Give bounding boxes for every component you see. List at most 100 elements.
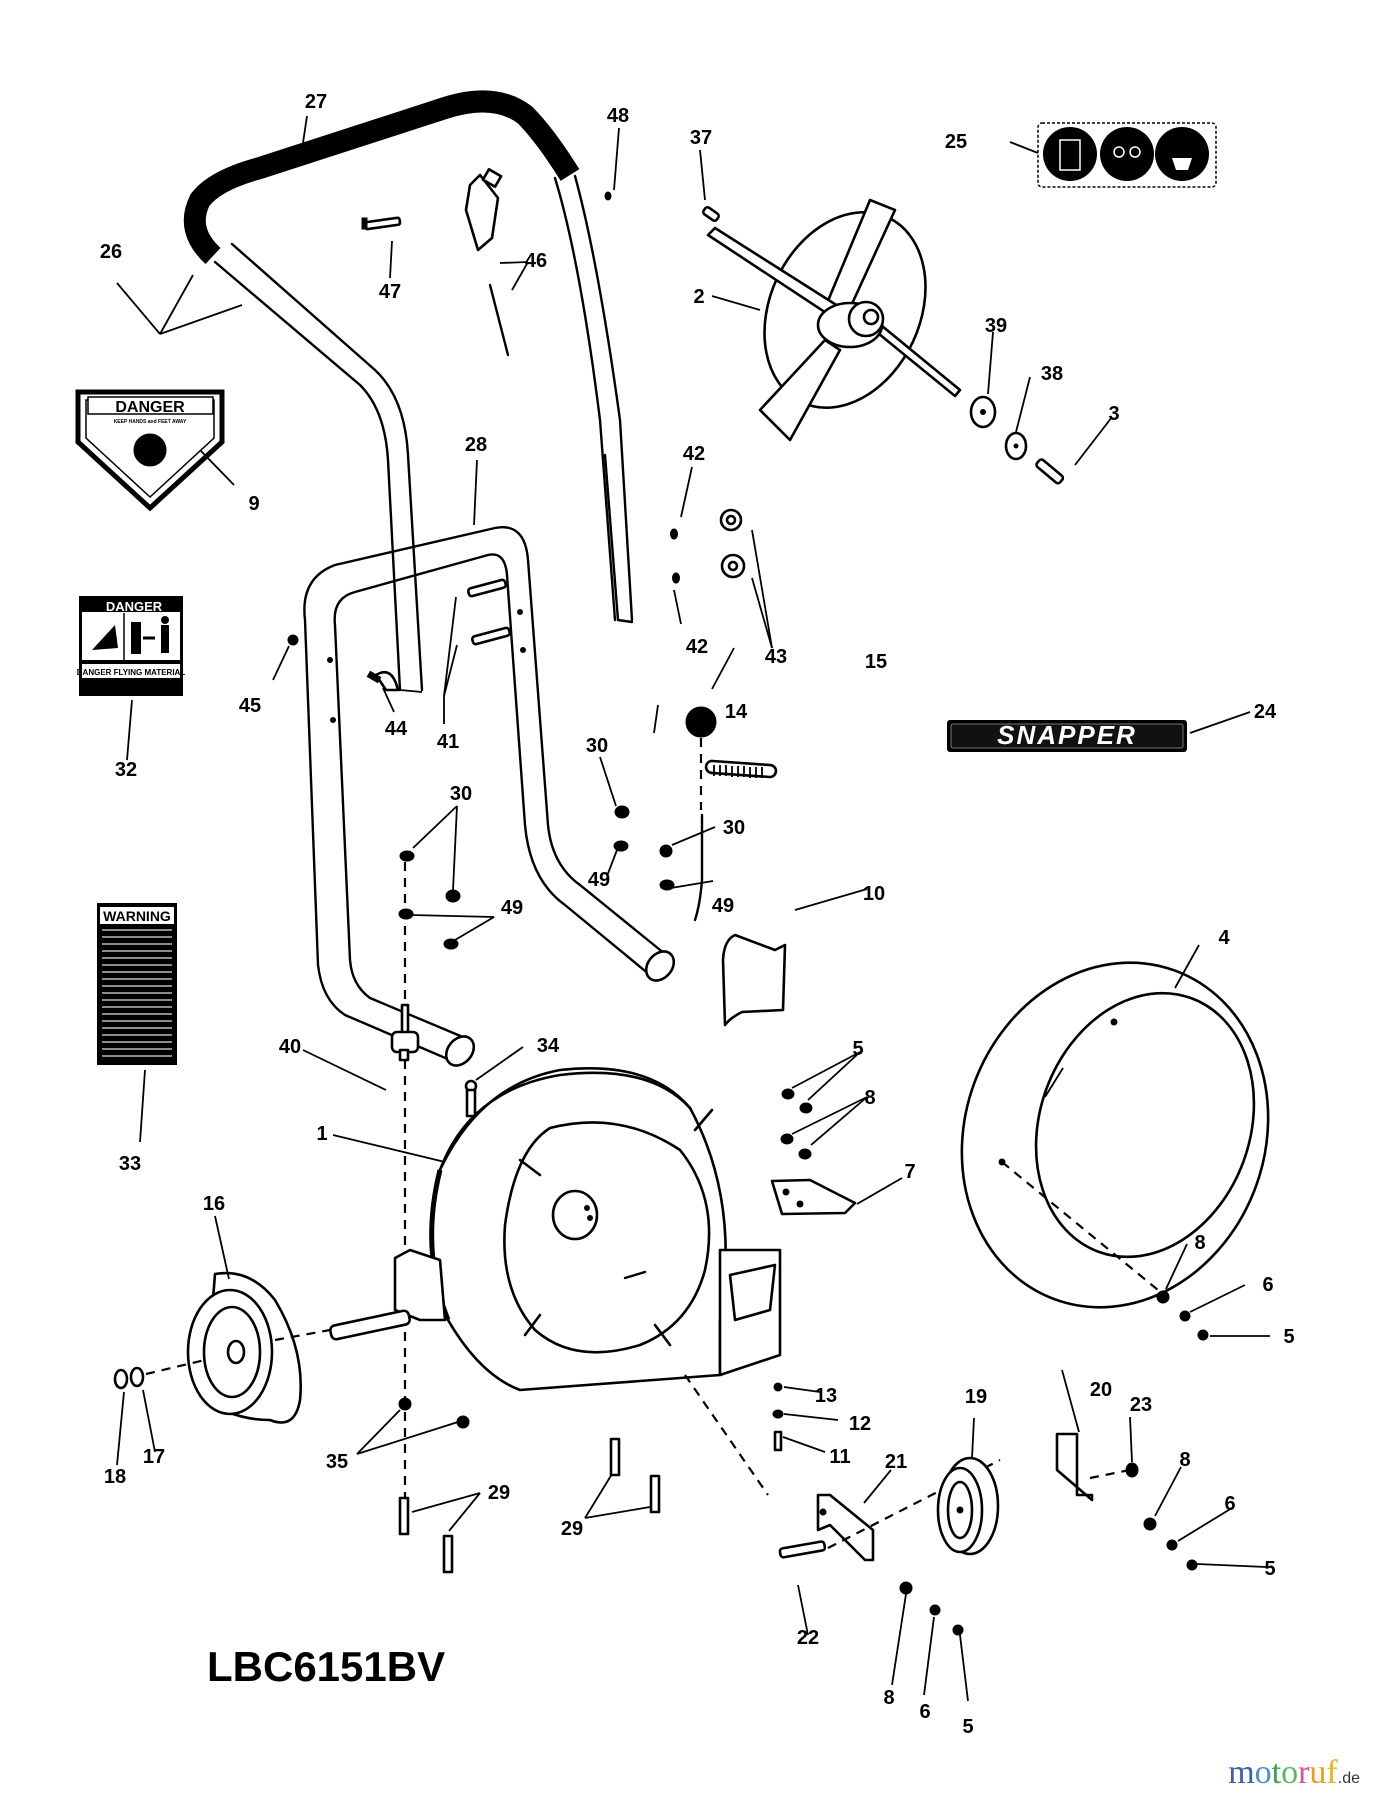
model-number: LBC6151BV <box>207 1643 445 1690</box>
blower-housing[interactable] <box>329 1066 782 1392</box>
nut-35[interactable] <box>456 1415 470 1429</box>
callout-8a: 8 <box>864 1087 875 1109</box>
callout-5c: 5 <box>1264 1558 1275 1580</box>
washer-6[interactable] <box>1166 1539 1178 1551</box>
bushing-30[interactable] <box>399 850 415 862</box>
nut-42a[interactable] <box>670 528 678 540</box>
knob-15[interactable] <box>685 706 717 738</box>
washer-6[interactable] <box>1179 1310 1191 1322</box>
bolt-29[interactable] <box>649 1474 661 1514</box>
knob-43a[interactable] <box>719 508 743 532</box>
bushing-30[interactable] <box>445 889 461 903</box>
callout-29b: 29 <box>561 1518 583 1540</box>
washer-8[interactable] <box>780 1133 794 1145</box>
callout-6b: 6 <box>1224 1493 1235 1515</box>
nut-5[interactable] <box>781 1088 795 1100</box>
nut-13[interactable] <box>773 1382 783 1392</box>
bolt-3[interactable] <box>1035 458 1065 485</box>
callout-6a: 6 <box>1262 1274 1273 1296</box>
nut-35[interactable] <box>398 1397 412 1411</box>
bolt-47[interactable] <box>361 216 402 231</box>
eye-protection-icon <box>1100 127 1154 181</box>
callout-25: 25 <box>945 131 967 153</box>
wheel-16[interactable] <box>186 1271 302 1424</box>
danger-decal-flying-material: DANGER DANGER FLYING MATERIAL <box>77 596 185 696</box>
housing-cover[interactable] <box>914 919 1316 1350</box>
callout-20: 20 <box>1090 1379 1112 1401</box>
callout-35: 35 <box>326 1451 348 1473</box>
bracket-7[interactable] <box>770 1178 857 1216</box>
washer-8[interactable] <box>798 1148 812 1160</box>
warning-heading: WARNING <box>103 908 171 924</box>
watermark-letter: o <box>1254 1754 1272 1791</box>
key-37[interactable] <box>702 206 720 222</box>
washer-8[interactable] <box>899 1581 913 1595</box>
callout-14: 14 <box>725 701 748 723</box>
impeller[interactable] <box>706 186 962 442</box>
callout-21: 21 <box>885 1451 907 1473</box>
washer-6[interactable] <box>929 1604 941 1616</box>
nut-48[interactable] <box>604 191 612 201</box>
watermark-letter: f <box>1326 1754 1338 1791</box>
washer-39[interactable] <box>969 395 997 429</box>
upper-handle[interactable] <box>183 90 634 693</box>
wing-nut-44[interactable] <box>366 670 400 692</box>
spring-14[interactable] <box>704 759 778 779</box>
callout-11: 11 <box>829 1446 850 1468</box>
callout-49b: 49 <box>501 897 523 919</box>
nut-42b[interactable] <box>672 572 680 584</box>
washer-8[interactable] <box>1143 1517 1157 1531</box>
callout-38: 38 <box>1041 363 1063 385</box>
washer-12[interactable] <box>772 1409 784 1419</box>
washer-17[interactable] <box>129 1366 145 1388</box>
bolt-22[interactable] <box>778 1540 827 1559</box>
leader-lines <box>116 115 1270 1702</box>
bolt-41a[interactable] <box>466 578 508 598</box>
bolt-29[interactable] <box>609 1437 621 1477</box>
mount-40[interactable] <box>390 1003 420 1062</box>
washer-38[interactable] <box>1004 431 1028 461</box>
wheel-19[interactable] <box>936 1456 1000 1556</box>
knob-43b[interactable] <box>720 553 746 579</box>
lower-handle-frame[interactable] <box>303 525 679 1071</box>
callout-32: 32 <box>115 759 137 781</box>
bushing-49[interactable] <box>659 879 675 891</box>
bushing-30[interactable] <box>614 805 630 819</box>
bracket-20[interactable] <box>1055 1432 1094 1502</box>
hand-hazard-icon <box>133 433 167 467</box>
bracket-21[interactable] <box>816 1493 875 1562</box>
bolt-29[interactable] <box>398 1496 410 1536</box>
callout-41: 41 <box>437 731 459 753</box>
nut-5[interactable] <box>1186 1559 1198 1571</box>
callout-labels: 27 48 37 25 26 47 46 2 39 38 3 28 42 9 4… <box>100 91 1295 1738</box>
nut-5[interactable] <box>1197 1329 1209 1341</box>
bushing-49[interactable] <box>613 840 629 852</box>
bolt-29[interactable] <box>442 1534 454 1574</box>
watermark-letter: o <box>1281 1754 1299 1791</box>
nut-5[interactable] <box>952 1624 964 1636</box>
callout-15: 15 <box>865 651 887 673</box>
callout-46: 46 <box>525 250 547 272</box>
bushing-49[interactable] <box>443 938 459 950</box>
nut-45[interactable] <box>287 634 299 646</box>
callout-1: 1 <box>316 1123 327 1145</box>
bolt-34[interactable] <box>464 1079 478 1118</box>
callout-5b: 5 <box>1283 1326 1294 1348</box>
bolt-11[interactable] <box>773 1430 783 1452</box>
throttle-lever-46[interactable] <box>464 168 510 357</box>
bolt-41b[interactable] <box>470 626 512 646</box>
nut-5[interactable] <box>799 1102 813 1114</box>
washer-8[interactable] <box>1156 1290 1170 1304</box>
callout-30a: 30 <box>586 735 608 757</box>
nut-23[interactable] <box>1125 1462 1139 1478</box>
bushing-30[interactable] <box>659 844 673 858</box>
callout-30c: 30 <box>723 817 745 839</box>
watermark-letter: r <box>1298 1754 1310 1791</box>
deflector-10[interactable] <box>693 813 787 1027</box>
callout-5d: 5 <box>962 1716 973 1738</box>
callout-42a: 42 <box>683 443 705 465</box>
callout-19: 19 <box>965 1386 987 1408</box>
ppe-decal <box>1037 122 1217 188</box>
cap-18[interactable] <box>113 1368 129 1390</box>
